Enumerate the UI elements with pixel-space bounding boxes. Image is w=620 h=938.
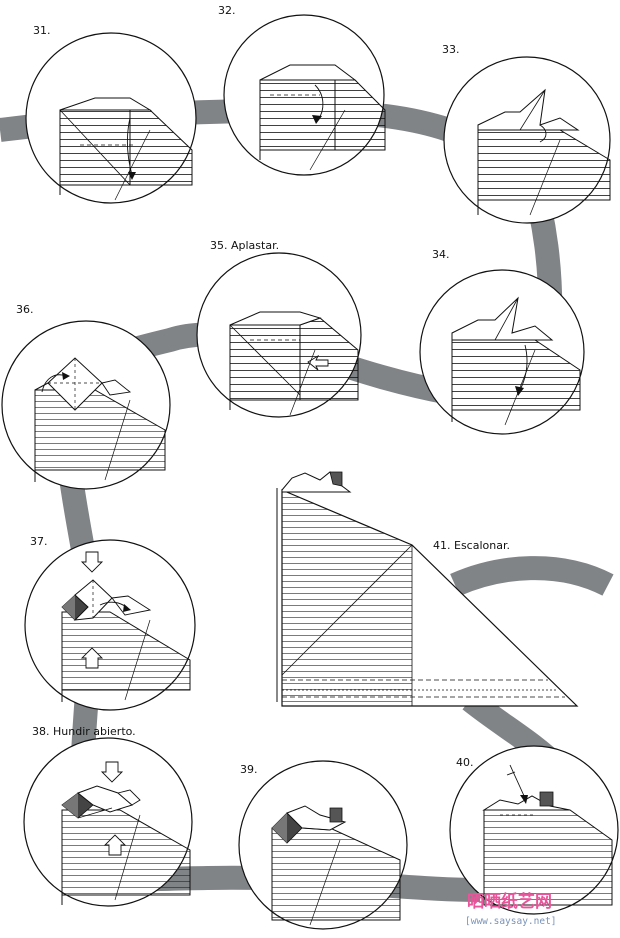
step-label-40: 40. bbox=[456, 756, 474, 769]
step-label-31: 31. bbox=[33, 24, 51, 37]
step-36: 36. bbox=[1, 303, 171, 490]
step-41: 41. Escalonar. bbox=[276, 471, 579, 707]
step-label-33: 33. bbox=[442, 43, 460, 56]
step-label-41: 41. Escalonar. bbox=[433, 539, 510, 552]
step-label-37: 37. bbox=[30, 535, 48, 548]
watermark-site-name: 晒晒纸艺网 bbox=[467, 891, 552, 912]
step-label-36: 36. bbox=[16, 303, 34, 316]
step-31: 31. bbox=[25, 24, 197, 204]
watermark-url: [www.saysay.net] bbox=[465, 916, 557, 927]
step-label-38: 38. Hundir abierto. bbox=[32, 725, 136, 738]
watermark: 晒晒纸艺网 [www.saysay.net] bbox=[465, 891, 557, 927]
step-label-32: 32. bbox=[218, 4, 236, 17]
step-35: 35. Aplastar. bbox=[196, 239, 362, 418]
step-40: 40. bbox=[449, 745, 619, 915]
step-38: 38. Hundir abierto. bbox=[23, 725, 193, 907]
step-label-35: 35. Aplastar. bbox=[210, 239, 279, 252]
step-33: 33. bbox=[442, 43, 611, 224]
step-label-39: 39. bbox=[240, 763, 258, 776]
step-32: 32. bbox=[218, 4, 386, 176]
step-39: 39. bbox=[238, 760, 408, 930]
step-37: 37. bbox=[24, 535, 196, 711]
step-label-34: 34. bbox=[432, 248, 450, 261]
step-34: 34. bbox=[419, 248, 585, 435]
